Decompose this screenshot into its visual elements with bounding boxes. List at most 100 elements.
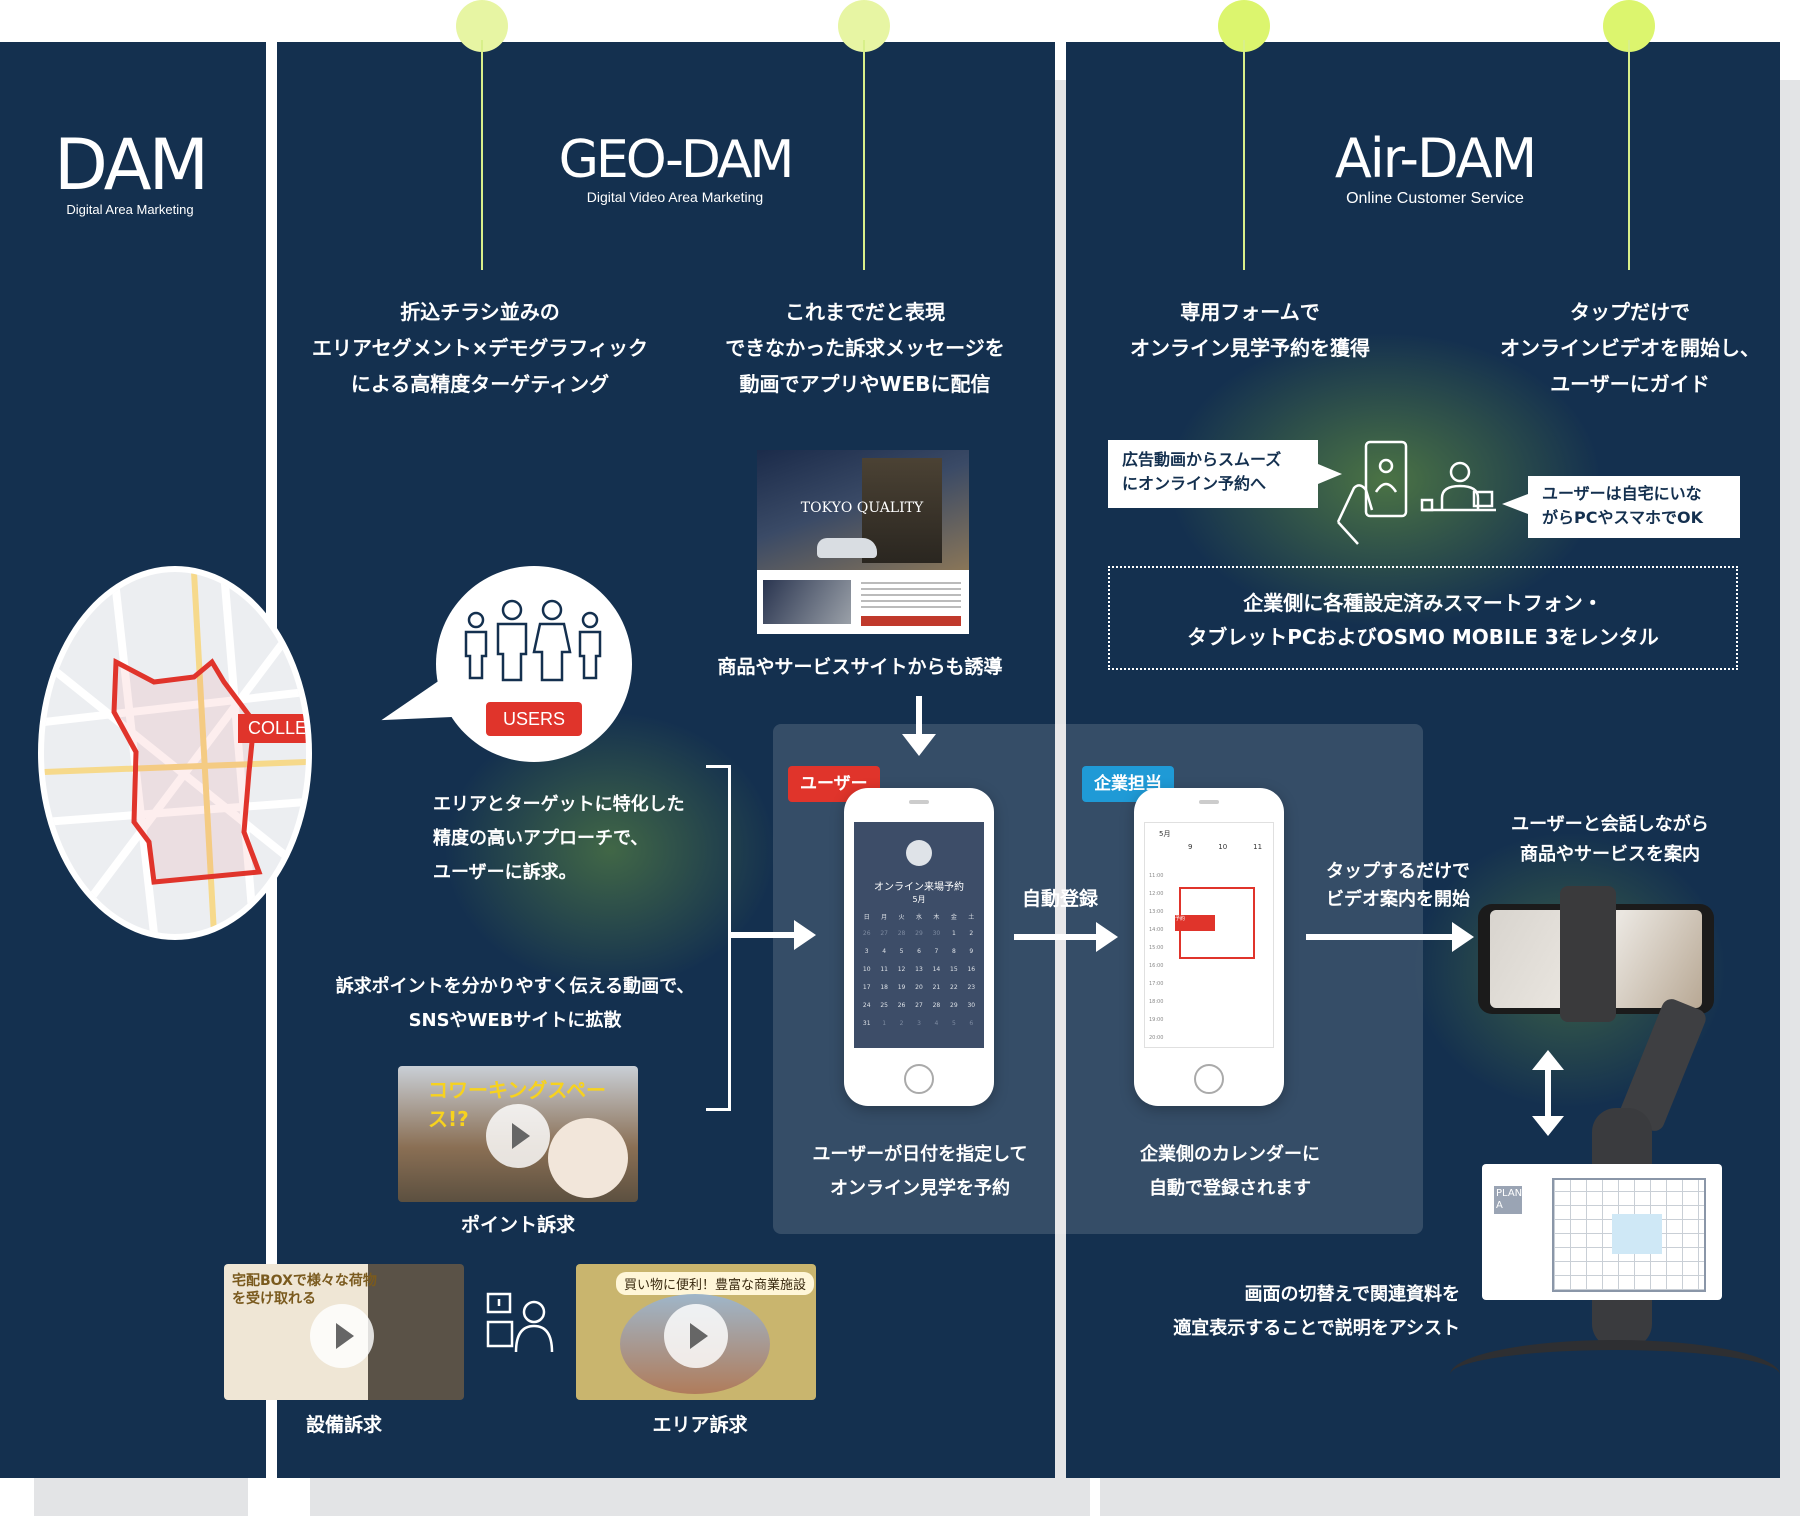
double-arrow-up [1532,1050,1564,1070]
avatar [906,840,932,866]
calendar-day[interactable]: 5 [951,1020,956,1027]
area-label: エリア訴求 [652,1414,748,1436]
calendar-day[interactable]: 7 [934,948,939,955]
bubble-left-tail [1318,464,1342,484]
calendar-time-label: 11:00 [1149,873,1164,879]
site-title: TOKYO QUALITY [800,500,924,516]
calendar-day[interactable]: 20 [915,984,923,991]
calendar-day[interactable]: 3 [864,948,869,955]
calendar-day[interactable]: 13 [915,966,923,973]
calendar-day[interactable]: 18 [880,984,888,991]
calendar-day[interactable]: 15 [950,966,958,973]
hand-phone-icon [1336,440,1408,545]
calendar-day-header: 11 [1253,843,1263,851]
tap-text: タップするだけで ビデオ案内を開始 [1326,861,1470,910]
map-svg [44,572,306,934]
switch-text: 画面の切替えで関連資料を 適宜表示することで説明をアシスト [1173,1284,1460,1339]
site-thumbnail: TOKYO QUALITY [757,450,969,634]
play-icon[interactable] [310,1304,374,1368]
calendar-day[interactable]: 14 [932,966,941,973]
area-video-thumb[interactable]: 買い物に便利！豊富な商業施設 [576,1264,816,1400]
point-thumb-title: コワーキングスペース!? [428,1078,606,1131]
calendar-day[interactable]: 23 [967,984,976,991]
calendar-day[interactable]: 2 [969,930,974,937]
geodam-panel [277,42,1055,1478]
play-icon[interactable] [486,1104,550,1168]
phone-speaker [909,800,929,804]
calendar-day[interactable]: 4 [882,948,887,955]
geodam-subtitle: Digital Video Area Marketing [586,189,764,205]
arrow-to-gimbal [1306,922,1474,952]
calendar-day[interactable]: 6 [917,948,921,955]
calendar-day[interactable]: 30 [967,1002,976,1009]
calendar-day[interactable]: 30 [932,930,941,937]
calendar-day[interactable]: 28 [897,930,906,937]
bracket [706,765,731,1111]
calendar-day[interactable]: 4 [934,1020,939,1027]
calendar-day[interactable]: 16 [967,966,976,973]
calendar-month: 5月 [1159,830,1171,838]
calendar-day[interactable]: 10 [862,966,871,973]
line-air-1 [1243,40,1245,270]
calendar-day[interactable]: 6 [969,1020,974,1027]
calendar-day[interactable]: 2 [899,1020,904,1027]
airdam-subtitle: Online Customer Service [1346,190,1524,207]
calendar-day[interactable]: 17 [862,984,871,991]
area-map: COLLECT [38,566,312,940]
floorplan-card: PLAN A [1482,1164,1722,1300]
down-arrow [916,696,922,736]
weekday-label: 月 [881,914,888,921]
calendar-day[interactable]: 24 [862,1002,871,1009]
calendar-time-label: 19:00 [1149,1017,1164,1023]
area-thumb-title: 買い物に便利！豊富な商業施設 [616,1272,815,1295]
home-button [904,1064,934,1094]
calendar-day-header: 9 [1187,843,1193,851]
calendar-day[interactable]: 22 [950,984,958,991]
home-user-icon [1420,461,1496,512]
calendar-day[interactable]: 29 [950,1002,958,1009]
calendar-day[interactable]: 3 [917,1020,921,1027]
down-arrow-head [902,734,936,756]
calendar-day[interactable]: 1 [882,1020,887,1027]
geodam-logo: GEO-DAM [558,130,795,190]
calendar-day[interactable]: 31 [862,1020,871,1027]
calendar-day[interactable]: 26 [862,930,871,937]
gimbal-tripod [1450,1340,1780,1410]
calendar-day[interactable]: 28 [932,1002,941,1009]
point-thumb-person [548,1118,628,1198]
weekday-label: 木 [933,914,940,921]
calendar-day[interactable]: 8 [951,948,956,955]
calendar-day[interactable]: 29 [915,930,923,937]
point-video-thumb[interactable]: コワーキングスペース!? [398,1066,638,1202]
calendar-day[interactable]: 5 [899,948,904,955]
calendar-day[interactable]: 26 [897,1002,906,1009]
play-icon[interactable] [664,1304,728,1368]
area-approach-text: エリアとターゲットに特化した 精度の高いアプローチで、 ユーザーに訴求。 [433,794,685,883]
calendar-time-label: 18:00 [1149,999,1164,1005]
calendar-day[interactable]: 21 [932,984,941,991]
calendar-day[interactable]: 25 [880,1002,888,1009]
site-cta [861,616,961,626]
dam-subtitle: Digital Area Marketing [66,202,194,217]
calendar-day[interactable]: 9 [969,948,974,955]
calendar-day[interactable]: 27 [880,930,888,937]
weekday-label: 水 [915,914,922,921]
calendar-time-label: 13:00 [1149,909,1164,915]
calendar-day[interactable]: 27 [915,1002,923,1009]
video-appeal-text: 訴求ポイントを分かりやすく伝える動画で、 SNSやWEBサイトに拡散 [335,976,695,1031]
calendar-day[interactable]: 12 [897,966,906,973]
auto-register-label: 自動登録 [1021,888,1098,910]
airdam-caption-1: 専用フォームで オンライン見学予約を獲得 [1130,300,1370,360]
weekday-label: 日 [863,914,870,921]
collect-badge: COLLECT [238,714,306,743]
airdam-logo: Air-DAM [1334,127,1537,190]
users-icon [464,599,602,682]
user-phone-caption: ユーザーが日付を指定して オンライン見学を予約 [812,1144,1028,1199]
site-sub-image [763,580,851,624]
facility-video-thumb[interactable]: 宅配BOXで様々な荷物を受け取れる [224,1264,464,1400]
calendar-day[interactable]: 19 [897,984,906,991]
gimbal-clamp [1560,886,1616,1022]
calendar-day[interactable]: 11 [880,966,888,973]
calendar-day[interactable]: 1 [951,930,956,937]
